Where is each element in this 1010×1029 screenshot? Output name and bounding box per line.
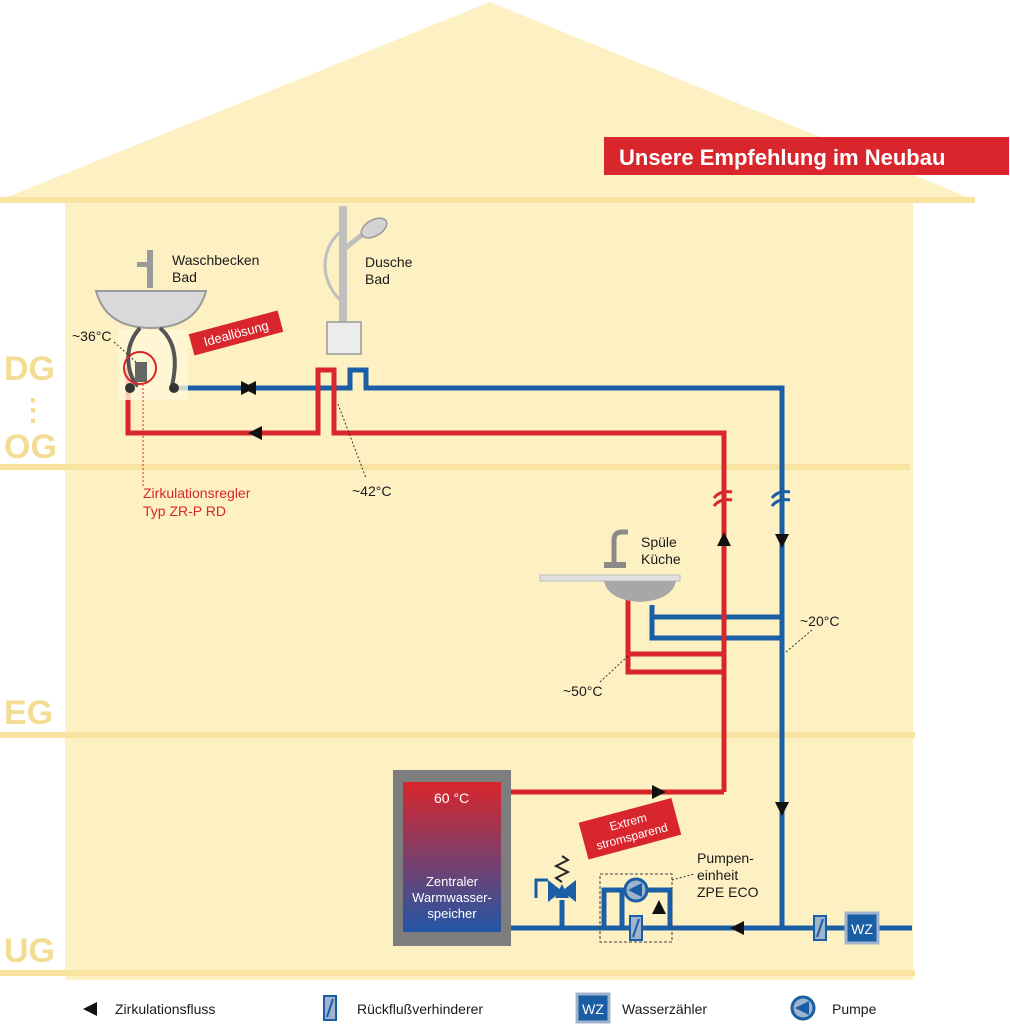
shower <box>323 206 388 355</box>
flow-arrow <box>241 381 255 395</box>
cold-pipe-upper <box>178 367 785 928</box>
floor-label-og: OG <box>4 428 57 466</box>
label-dusche-2: Bad <box>365 271 390 287</box>
legend-check-valve-label: Rückflußverhinderer <box>357 1001 483 1017</box>
flow-arrow <box>717 532 731 546</box>
label-spuele-1: Spüle <box>641 534 677 550</box>
legend-pump-label: Pumpe <box>832 1001 877 1017</box>
regulator-label-2: Typ ZR-P RD <box>143 503 226 519</box>
pump-icon <box>623 877 649 903</box>
regulator-label-1: Zirkulationsregler <box>143 485 251 501</box>
label-dusche-1: Dusche <box>365 254 413 270</box>
temp-42: ~42°C <box>352 483 391 499</box>
main-check-valve-icon <box>813 915 827 941</box>
pump-unit-label-2: einheit <box>697 867 738 883</box>
extrem-tag: Extrem stromsparend <box>578 797 682 860</box>
temp-36: ~36°C <box>72 328 111 344</box>
floor-label-dots: ⋮ <box>18 394 48 427</box>
water-meter-label: WZ <box>851 921 873 937</box>
recommendation-banner-text: Unsere Empfehlung im Neubau <box>619 145 945 170</box>
legend-check-valve-icon <box>323 995 337 1021</box>
legend-flow-icon <box>83 1002 97 1016</box>
tank-label-2: Warmwasser- <box>412 890 492 905</box>
legend-pump-icon <box>790 995 816 1021</box>
legend-meter-symbol: WZ <box>582 1001 604 1017</box>
flow-arrow <box>652 785 666 799</box>
floor-line-eg <box>0 732 915 738</box>
pump-unit-label-1: Pumpen- <box>697 850 754 866</box>
safety-valve <box>534 855 576 902</box>
flow-arrow <box>730 921 744 935</box>
floor-label-dg: DG <box>4 350 55 388</box>
floor-line-ug <box>0 970 915 976</box>
label-waschbecken-1: Waschbecken <box>172 252 259 268</box>
pump-unit-outline <box>599 873 673 943</box>
label-spuele-2: Küche <box>641 551 681 567</box>
pump-flow-arrow <box>652 900 666 914</box>
temp-50: ~50°C <box>563 683 602 699</box>
regulator-highlight <box>123 351 157 385</box>
tank-label-3: speicher <box>427 906 477 921</box>
hot-pipes <box>125 367 727 795</box>
hot-pipe-break <box>712 490 733 507</box>
tank-temperature: 60 °C <box>434 790 469 806</box>
tank-label-1: Zentraler <box>426 874 479 889</box>
roof-eave-line <box>0 197 975 203</box>
legend-meter-icon <box>575 992 611 1024</box>
hot-pipe-kitchen <box>625 600 724 675</box>
floor-label-ug: UG <box>4 932 55 970</box>
label-waschbecken-2: Bad <box>172 269 197 285</box>
washbasin <box>94 250 208 400</box>
flow-arrow <box>248 426 262 440</box>
hot-pipe-return-top <box>125 367 727 792</box>
flow-arrows <box>241 381 789 935</box>
flow-arrow <box>775 802 789 816</box>
legend-meter-label: Wasserzähler <box>622 1001 707 1017</box>
pump-unit-label-3: ZPE ECO <box>697 884 759 900</box>
temp-20: ~20°C <box>800 613 839 629</box>
water-meter-icon <box>844 911 880 945</box>
floor-line-og <box>0 464 910 470</box>
floor-label-eg: EG <box>4 694 53 732</box>
legend-flow-label: Zirkulationsfluss <box>115 1001 215 1017</box>
flow-arrow <box>775 534 789 548</box>
cold-pipe-break <box>770 490 791 507</box>
storage-tank <box>393 770 511 946</box>
legend: Zirkulationsfluss Rückflußverhinderer WZ… <box>83 992 877 1024</box>
kitchen-sink <box>539 529 681 602</box>
recommendation-banner <box>604 137 1009 175</box>
